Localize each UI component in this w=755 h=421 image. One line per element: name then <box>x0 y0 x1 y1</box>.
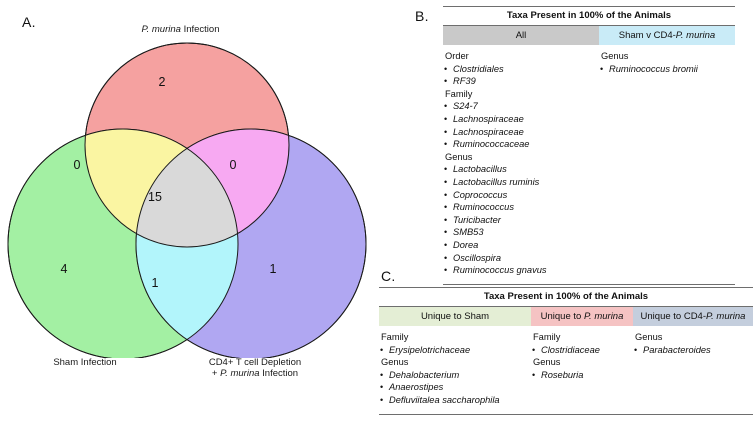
taxon-item: Defluviitalea saccharophila <box>379 394 531 407</box>
venn-count-sham-and-pmurina: 0 <box>73 158 81 172</box>
taxon-item: Ruminococcus gnavus <box>443 264 599 277</box>
panel-c-body-row: FamilyErysipelotrichaceaeGenusDehalobact… <box>379 326 753 415</box>
panel-c-header-3-prefix: Unique to CD4- <box>640 311 707 322</box>
taxon-item: SMB53 <box>443 226 599 239</box>
venn-svg <box>7 42 367 358</box>
venn-label-sham: Sham Infection <box>53 357 117 368</box>
panel-c-header-unique-cd4-p-murina: Unique to CD4-P. murina <box>633 307 753 326</box>
taxon-item: Ruminococcus <box>443 201 599 214</box>
taxon-item: Coprococcus <box>443 189 599 202</box>
rank-label: Family <box>381 332 409 342</box>
taxon-item: Ruminococcus bromii <box>599 63 735 76</box>
taxon-item: Ruminococcaceae <box>443 138 599 151</box>
panel-c-body-unique-sham: FamilyErysipelotrichaceaeGenusDehalobact… <box>379 326 531 414</box>
panel-c-header-3-italic: P. murina <box>706 311 746 322</box>
rank-label: Order <box>445 51 469 61</box>
panel-b-title: Taxa Present in 100% of the Animals <box>443 6 735 26</box>
taxon-item: Oscillospira <box>443 252 599 265</box>
rank-label: Genus <box>533 357 561 368</box>
panel-b-header-row: All Sham v CD4-P. murina <box>443 26 735 45</box>
panel-c-body-unique-p-murina: FamilyClostridiaceaeGenusRoseburia <box>531 326 633 414</box>
venn-count-sham-only: 4 <box>60 262 68 276</box>
panel-b-header-all: All <box>443 26 599 45</box>
venn-label-cd4-plus: + <box>211 368 221 379</box>
panel-b-table: Taxa Present in 100% of the Animals All … <box>443 6 735 285</box>
panel-c-label: C. <box>381 268 396 284</box>
panel-c-header-2-italic: P. murina <box>583 311 624 322</box>
panel-b-body-row: OrderClostridialesRF39FamilyS24-7Lachnos… <box>443 45 735 285</box>
panel-b-header-sham-prefix: Sham v CD4- <box>618 30 676 41</box>
panel-c-table: Taxa Present in 100% of the Animals Uniq… <box>379 287 753 415</box>
rank-label: Family <box>533 332 561 342</box>
venn-label-p-murina-italic: P. murina <box>141 24 181 35</box>
panel-b-header-sham-v-cd4: Sham v CD4-P. murina <box>599 26 735 45</box>
venn-count-p-murina-only: 2 <box>158 75 166 89</box>
taxon-item: Erysipelotrichaceae <box>379 344 531 357</box>
venn-overlap-triple <box>136 129 238 247</box>
rank-label: Genus <box>445 151 473 162</box>
taxon-item: S24-7 <box>443 100 599 113</box>
taxon-item: Lachnospiraceae <box>443 113 599 126</box>
panel-c-header-row: Unique to Sham Unique to P. murina Uniqu… <box>379 307 753 326</box>
taxon-item: Dorea <box>443 239 599 252</box>
rank-label: Genus <box>601 51 629 61</box>
panel-b-header-sham-italic: P. murina <box>675 30 716 41</box>
venn-count-cd4-only: 1 <box>269 262 277 276</box>
venn-label-p-murina-rest: Infection <box>180 24 220 35</box>
panel-a-label: A. <box>22 14 36 30</box>
rank-label: Family <box>445 88 473 99</box>
venn-count-all-three: 15 <box>148 190 162 204</box>
panel-c-body-unique-cd4-p-murina: GenusParabacteroides <box>633 326 753 414</box>
panel-a-venn-diagram: A. <box>0 0 375 421</box>
taxon-item: Dehalobacterium <box>379 369 531 382</box>
venn-label-cd4: CD4+ T cell Depletion + P. murina Infect… <box>155 357 355 379</box>
rank-label: Genus <box>381 357 409 368</box>
venn-label-cd4-italic: P. murina <box>220 368 260 379</box>
taxon-item: Lachnospiraceae <box>443 126 599 139</box>
taxon-item: Clostridiales <box>443 63 599 76</box>
panel-b-body-all: OrderClostridialesRF39FamilyS24-7Lachnos… <box>443 45 599 284</box>
panel-c-header-unique-sham: Unique to Sham <box>379 307 531 326</box>
taxon-item: Lactobacillus ruminis <box>443 176 599 189</box>
taxon-item: Roseburia <box>531 369 633 382</box>
taxon-item: Parabacteroides <box>633 344 753 357</box>
panel-c-title: Taxa Present in 100% of the Animals <box>379 287 753 307</box>
venn-label-cd4-line2: + P. murina Infection <box>155 368 355 379</box>
taxon-item: Lactobacillus <box>443 163 599 176</box>
venn-count-sham-and-cd4: 1 <box>151 276 159 290</box>
taxon-item: Clostridiaceae <box>531 344 633 357</box>
panel-c-header-2-prefix: Unique to <box>540 311 584 322</box>
venn-label-cd4-line1: CD4+ T cell Depletion <box>208 357 302 368</box>
taxon-item: Turicibacter <box>443 214 599 227</box>
panel-c-header-unique-p-murina: Unique to P. murina <box>531 307 633 326</box>
venn-label-p-murina: P. murina Infection <box>68 24 293 35</box>
rank-label: Genus <box>635 332 663 342</box>
panel-b-body-sham-v-cd4: GenusRuminococcus bromii <box>599 45 735 284</box>
venn-count-pmurina-and-cd4: 0 <box>229 158 237 172</box>
taxon-item: RF39 <box>443 75 599 88</box>
taxon-item: Anaerostipes <box>379 381 531 394</box>
panel-b-label: B. <box>415 8 429 24</box>
venn-label-cd4-suffix: Infection <box>259 368 299 379</box>
